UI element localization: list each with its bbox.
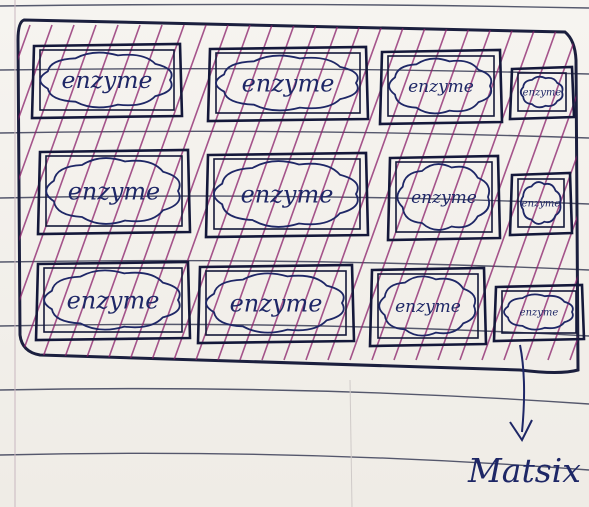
enzyme-label: enzyme — [62, 66, 153, 94]
enzyme-cell: enzyme — [494, 285, 584, 341]
enzyme-cell: enzyme — [510, 173, 572, 235]
enzyme-label: enzyme — [67, 286, 160, 314]
ruled-line — [0, 131, 589, 138]
enzyme-label: enzyme — [395, 297, 461, 317]
enzyme-cell: enzyme — [510, 67, 574, 119]
enzyme-label: enzyme — [522, 199, 561, 210]
margin-line — [350, 380, 352, 507]
arrow-head — [510, 420, 532, 440]
enzyme-label: enzyme — [411, 188, 477, 208]
matrix-arrow — [510, 345, 532, 440]
enzyme-label: enzyme — [68, 177, 160, 205]
matrix-label: Matsix — [467, 451, 581, 490]
ruled-line — [0, 4, 589, 8]
enzyme-label: enzyme — [241, 180, 334, 208]
enzyme-cell: enzyme — [36, 262, 190, 340]
enzyme-label: enzyme — [523, 88, 562, 99]
hatch-stroke — [0, 25, 8, 360]
enzyme-cell: enzyme — [198, 265, 354, 343]
arrow-shaft — [520, 345, 524, 432]
enzyme-label: enzyme — [242, 69, 335, 97]
enzyme-label: enzyme — [408, 77, 474, 97]
enzyme-label: enzyme — [520, 308, 559, 319]
ruled-line — [0, 389, 589, 404]
enzyme-cell: enzyme — [380, 50, 502, 124]
enzyme-cell: enzyme — [208, 47, 368, 121]
enzyme-label: enzyme — [230, 289, 323, 317]
enzyme-grid: enzyme enzyme enzyme enzyme enzyme enzyme enzy… — [32, 44, 584, 346]
